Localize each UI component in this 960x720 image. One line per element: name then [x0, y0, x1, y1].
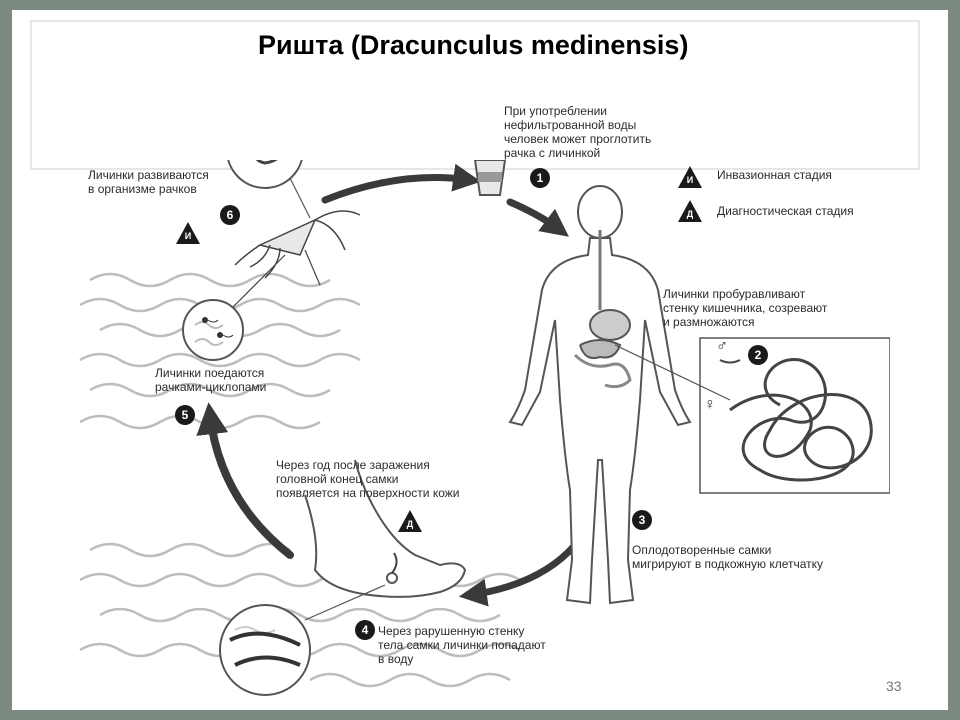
badge-step-3	[632, 510, 652, 530]
badge-step-3-num: 3	[638, 513, 646, 527]
step-3-text: Оплодотворенные самки мигрируют в подкож…	[632, 543, 824, 571]
badge-step-5	[175, 405, 195, 425]
badge-step-1-num: 1	[536, 171, 544, 185]
stage-diagnostic-letter: Д	[406, 519, 414, 529]
legend-diagnostic-text: Диагностическая стадия	[717, 204, 854, 218]
step-2-text: Личинки пробуравливают стенку кишечника,…	[663, 287, 828, 329]
larva-magnified-circle	[227, 160, 311, 219]
badge-step-6	[220, 205, 240, 225]
step-6-text: Личинки развиваются в организме рачков	[88, 168, 209, 196]
copepod-cyclops	[229, 210, 361, 311]
slide-title: Ришта (Dracunculus medinensis)	[258, 30, 689, 60]
badge-step-5-num: 5	[181, 408, 189, 422]
female-symbol: ♀	[704, 396, 716, 413]
title-band	[30, 20, 920, 170]
stage-diagnostic-triangle	[398, 510, 422, 532]
badge-step-1	[530, 168, 550, 188]
human-body-outline	[508, 185, 692, 605]
legend-invasive-triangle	[678, 166, 702, 188]
step-badges	[175, 168, 768, 640]
step-1-text: При употреблении нефильтрованной воды че…	[504, 104, 652, 160]
water-larvae-circle	[182, 299, 244, 361]
cycle-arrows	[196, 163, 579, 607]
male-symbol: ♂	[716, 338, 728, 355]
badge-step-6-num: 6	[226, 208, 234, 222]
worm-inset-box	[614, 337, 890, 494]
badge-step-2	[748, 345, 768, 365]
water-glass-icon	[473, 160, 507, 196]
badge-step-4-num: 4	[361, 623, 369, 637]
skin-emergence-note: Через год после заражения головной конец…	[276, 458, 460, 500]
stage-invasive-letter: И	[184, 231, 192, 241]
legend-diagnostic-letter: Д	[686, 209, 694, 219]
stage-triangles	[176, 166, 702, 532]
badge-step-4	[355, 620, 375, 640]
step-4-text: Через рарушенную стенку тела самки личин…	[378, 624, 546, 666]
legend-diagnostic-triangle	[678, 200, 702, 222]
page-number: 33	[886, 678, 902, 694]
legend-invasive-text: Инвазионная стадия	[717, 168, 832, 182]
badge-step-2-num: 2	[754, 348, 762, 362]
foot-outline	[304, 459, 467, 598]
legend-invasive-letter: И	[686, 175, 694, 185]
life-cycle-diagram	[79, 160, 890, 696]
stage-invasive-triangle	[176, 222, 200, 244]
released-larvae-circle	[219, 584, 386, 696]
step-5-text: Личинки поедаются рачками-циклопами	[155, 366, 267, 394]
